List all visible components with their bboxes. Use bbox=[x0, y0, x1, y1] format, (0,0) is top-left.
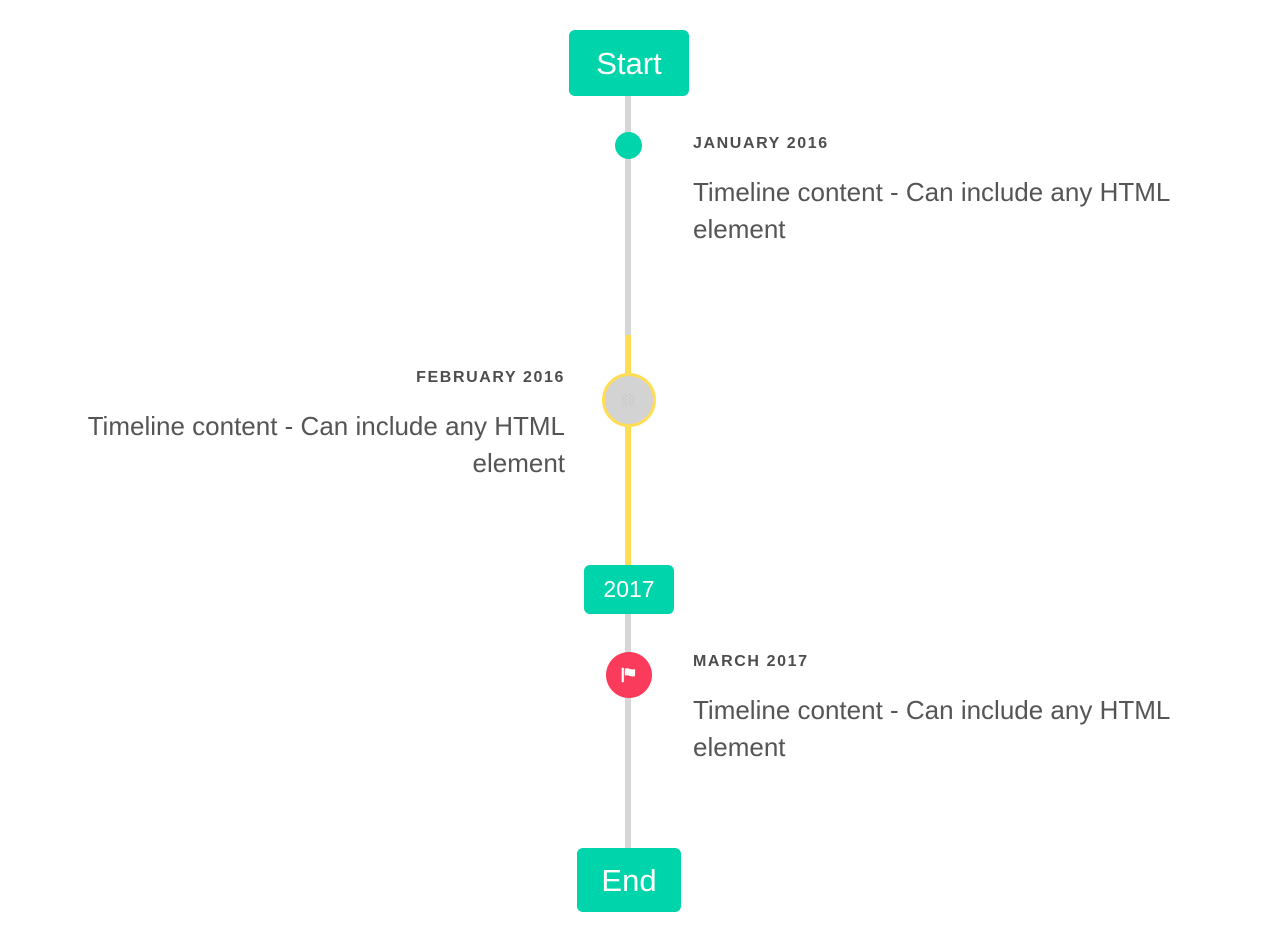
missing-glyph-icon: ░░ bbox=[621, 393, 637, 407]
flag-icon bbox=[621, 667, 636, 683]
timeline-entry-date: JANUARY 2016 bbox=[693, 135, 829, 152]
timeline-start-label: Start bbox=[596, 45, 662, 81]
timeline-marker-january[interactable] bbox=[615, 132, 642, 159]
timeline-year-badge[interactable]: 2017 bbox=[584, 565, 674, 614]
timeline-entry-february: FEBRUARY 2016 Timeline content - Can inc… bbox=[35, 370, 565, 482]
timeline-marker-february[interactable]: ░░ bbox=[602, 373, 656, 427]
timeline-line-lower bbox=[625, 613, 631, 856]
timeline-entry-body: Timeline content - Can include any HTML … bbox=[693, 177, 1170, 244]
timeline-entry-january: JANUARY 2016 Timeline content - Can incl… bbox=[693, 136, 1223, 248]
timeline-line-active bbox=[625, 335, 631, 565]
timeline-entry-body: Timeline content - Can include any HTML … bbox=[693, 695, 1170, 762]
timeline-entry-date: MARCH 2017 bbox=[693, 653, 809, 670]
timeline-entry-march: MARCH 2017 Timeline content - Can includ… bbox=[693, 654, 1223, 766]
timeline-start-badge[interactable]: Start bbox=[569, 30, 689, 96]
timeline-entry-date: FEBRUARY 2016 bbox=[416, 369, 565, 386]
timeline-end-badge[interactable]: End bbox=[577, 848, 681, 912]
timeline-entry-body: Timeline content - Can include any HTML … bbox=[87, 411, 565, 478]
timeline-marker-march[interactable] bbox=[606, 652, 652, 698]
timeline-year-label: 2017 bbox=[603, 576, 655, 602]
timeline-end-label: End bbox=[601, 862, 657, 898]
timeline-line-upper bbox=[625, 95, 631, 335]
